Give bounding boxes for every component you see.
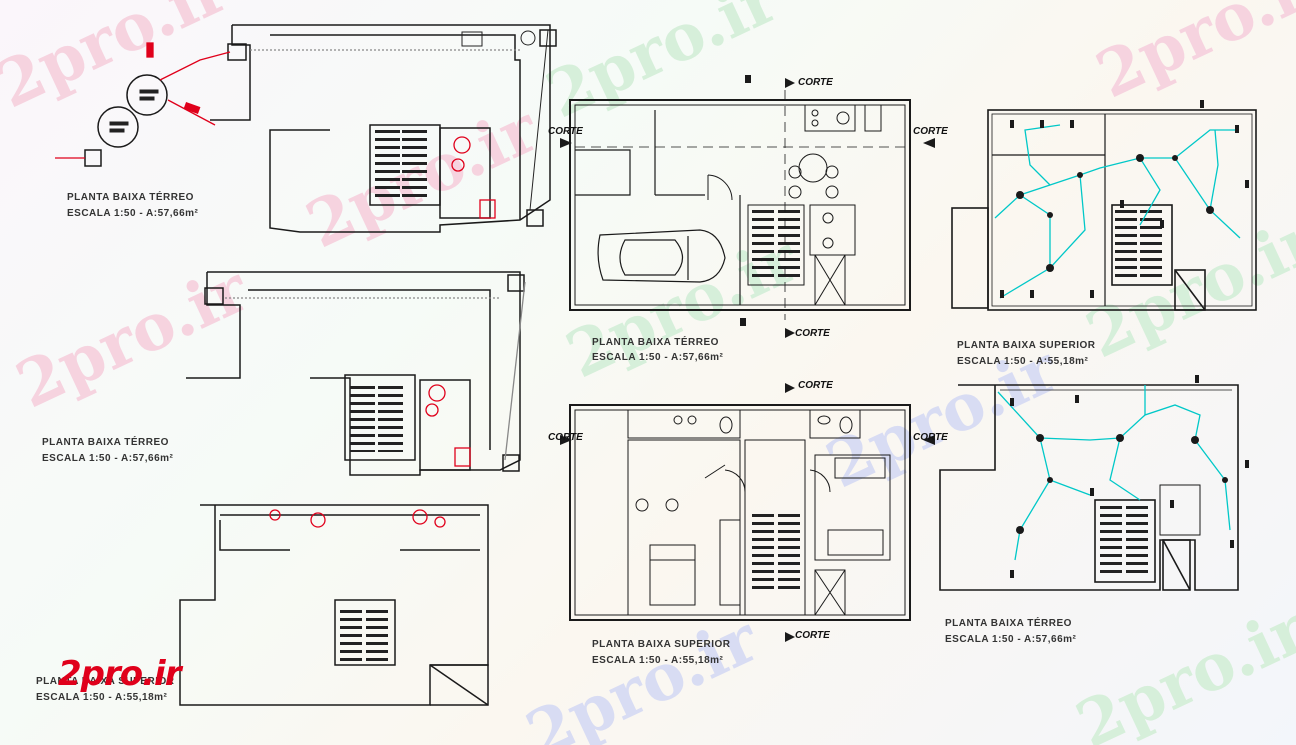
electrical-symbols-1 [1000, 100, 1249, 298]
plan-title: PLANTA BAIXA TÉRREO [67, 192, 194, 203]
plan-title: PLANTA BAIXA TÉRREO [42, 437, 169, 448]
plan-scale: ESCALA 1:50 - A:57,66m² [42, 453, 174, 464]
plan-title: PLANTA BAIXA SUPERIOR [36, 676, 175, 687]
plan-terreo-plumbing-2 [186, 271, 525, 476]
section-label: CORTE [795, 328, 830, 339]
plan-scale: ESCALA 1:50 - A:55,18m² [957, 356, 1089, 367]
plan-title: PLANTA BAIXA TÉRREO [945, 618, 1072, 629]
plan-title: PLANTA BAIXA SUPERIOR [592, 639, 731, 650]
corte-markers-2 [560, 383, 935, 642]
plan-scale: ESCALA 1:50 - A:55,18m² [592, 655, 724, 666]
plumbing-lines-3 [269, 509, 446, 528]
section-label: CORTE [548, 432, 583, 443]
plan-scale: ESCALA 1:50 - A:57,66m² [945, 634, 1077, 645]
corte-markers-1 [560, 75, 935, 338]
plumbing-lines-2 [225, 281, 526, 467]
plan-title: PLANTA BAIXA TÉRREO [592, 337, 719, 348]
plan-scale: ESCALA 1:50 - A:55,18m² [36, 692, 168, 703]
plan-terreo-plumbing-1 [84, 24, 557, 233]
plan-terreo-electrical [939, 384, 1239, 591]
plan-superior-plumbing-3 [179, 504, 489, 706]
plan-superior-architectural [569, 404, 911, 621]
electrical-symbols-2 [1010, 375, 1249, 578]
section-label: CORTE [913, 126, 948, 137]
plan-scale: ESCALA 1:50 - A:57,66m² [592, 352, 724, 363]
plan-terreo-architectural [569, 90, 911, 320]
plan-superior-electrical [951, 109, 1257, 311]
brand-logo: 2pro.ir [58, 654, 181, 694]
section-label: CORTE [798, 77, 833, 88]
car-icon [597, 229, 726, 283]
section-label: CORTE [913, 432, 948, 443]
plan1-details [109, 29, 549, 211]
section-label: CORTE [795, 630, 830, 641]
plumbing-lines-1 [55, 42, 520, 219]
plan-title: PLANTA BAIXA SUPERIOR [957, 340, 1096, 351]
plan-scale: ESCALA 1:50 - A:57,66m² [67, 208, 199, 219]
section-label: CORTE [548, 126, 583, 137]
section-label: CORTE [798, 380, 833, 391]
